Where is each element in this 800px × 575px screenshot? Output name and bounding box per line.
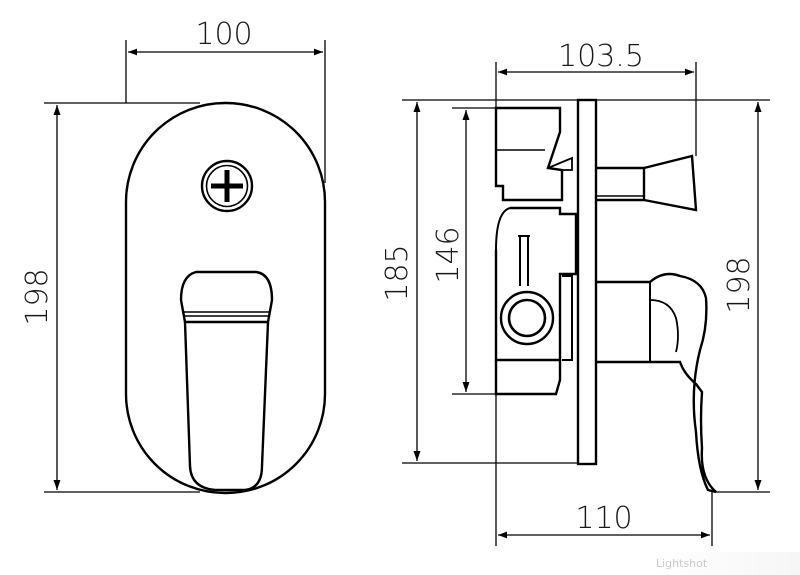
- front-height-dimension: [44, 102, 200, 493]
- diverter-spindle: [596, 154, 698, 212]
- side-view: [494, 98, 717, 494]
- front-view: [124, 101, 327, 495]
- side-body-height-label: 185: [380, 244, 415, 301]
- side-inlet-icon: [499, 290, 555, 346]
- lever-handle: [179, 270, 274, 492]
- front-width-label: 100: [195, 17, 252, 52]
- body-middle: [494, 206, 578, 362]
- diverter-knob-icon: [200, 159, 254, 213]
- body-top-block: [494, 106, 564, 202]
- side-depth-bottom-dimension: [495, 394, 713, 546]
- side-depth-bottom-label: 110: [575, 501, 632, 536]
- side-lever-handle: [596, 272, 717, 494]
- side-total-height-label: 198: [722, 256, 757, 313]
- cover-plate: [124, 101, 327, 495]
- side-inner-height-label: 146: [431, 226, 466, 283]
- front-width-dimension: [125, 40, 326, 183]
- side-depth-top-label: 103.5: [558, 39, 644, 74]
- body-bottom-block: [494, 360, 562, 396]
- side-cover-plate: [576, 98, 598, 466]
- front-height-label: 198: [20, 268, 55, 325]
- watermark: Lightshot: [650, 552, 800, 575]
- side-total-height-dimension: [596, 99, 770, 493]
- side-inner-height-dimension: [452, 107, 496, 395]
- side-body-height-dimension: [402, 99, 578, 464]
